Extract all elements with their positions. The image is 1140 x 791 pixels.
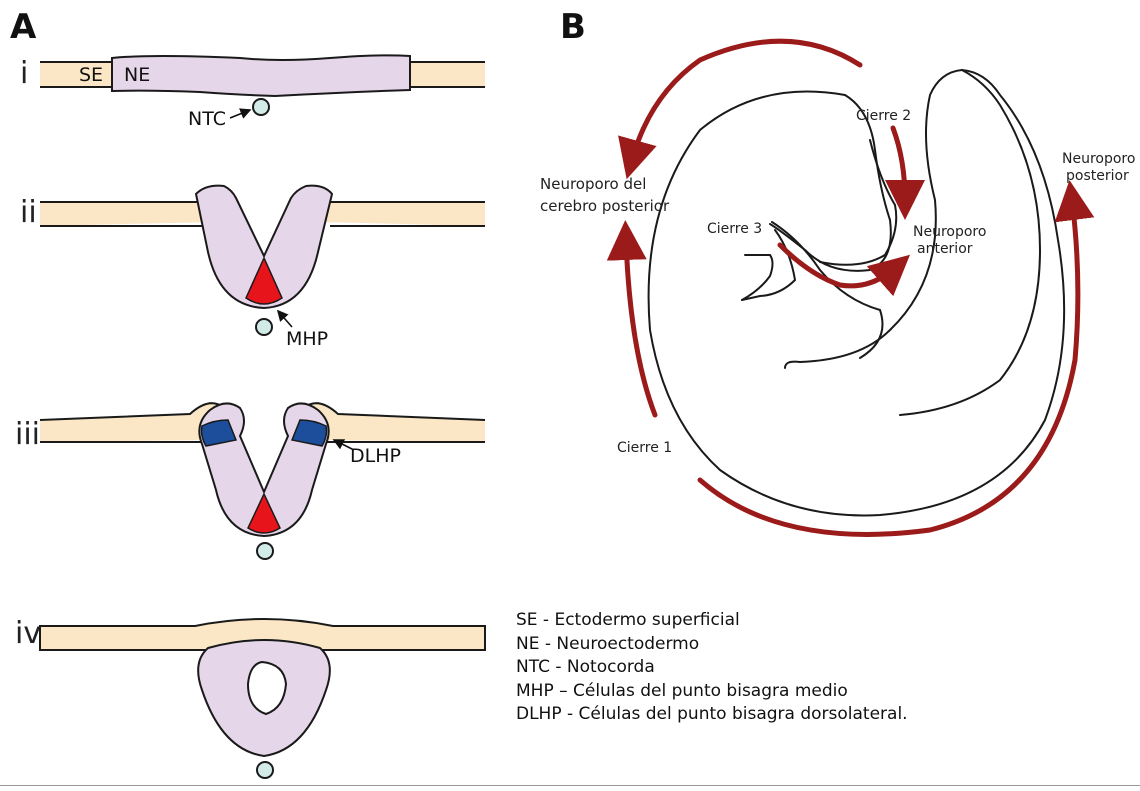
dlhp-label: DLHP (350, 445, 401, 467)
se-label: SE (79, 64, 103, 86)
cierre-1-label: Cierre 1 (617, 440, 672, 456)
notochord-circle (253, 99, 269, 115)
neuroectoderm-plate (112, 55, 410, 96)
stage-iii-numeral: iii (15, 417, 40, 452)
cierre-3-label: Cierre 3 (707, 221, 762, 237)
stage-iii-diagram: iii DLHP (15, 403, 485, 559)
neuroporo-anterior-line1: Neuroporo (913, 224, 986, 240)
abbreviation-legend: SE - Ectodermo superficial NE - Neuroect… (516, 609, 908, 727)
legend-item: DLHP - Células del punto bisagra dorsola… (516, 703, 908, 727)
stage-ii-numeral: ii (20, 195, 37, 230)
stage-i-diagram: i SE NE NTC (20, 55, 485, 130)
legend-item: NE - Neuroectodermo (516, 633, 908, 657)
neuroporo-cerebro-line2: cerebro posterior (540, 197, 670, 215)
bottom-divider (0, 785, 1140, 786)
legend-item: SE - Ectodermo superficial (516, 609, 908, 633)
arrow-cierre2-down (893, 128, 905, 200)
cierre-2-label: Cierre 2 (856, 108, 911, 124)
neuroporo-cerebro-line1: Neuroporo del (540, 175, 646, 193)
notochord-circle (256, 319, 272, 335)
neuroporo-anterior-line2: anterior (917, 241, 973, 257)
embryo-outline (649, 70, 1065, 515)
legend-item: NTC - Notocorda (516, 656, 908, 680)
panel-a-label: A (10, 7, 37, 47)
legend-item: MHP – Células del punto bisagra medio (516, 680, 908, 704)
neuroporo-posterior-line2: posterior (1066, 168, 1129, 184)
stage-iv-diagram: iv (15, 616, 485, 778)
ne-label: NE (124, 64, 150, 86)
stage-ii-diagram: ii MHP (20, 186, 485, 350)
ntc-label: NTC (188, 108, 226, 130)
neuroporo-posterior-line1: Neuroporo (1062, 151, 1135, 167)
notochord-circle (257, 543, 273, 559)
closure-arrows (626, 41, 1078, 534)
panel-b-label: B (560, 7, 586, 47)
notochord-circle (257, 762, 273, 778)
mhp-label: MHP (286, 328, 328, 350)
stage-iv-numeral: iv (15, 616, 41, 651)
arrow-cierre2-up (632, 41, 860, 160)
stage-i-numeral: i (20, 56, 28, 91)
